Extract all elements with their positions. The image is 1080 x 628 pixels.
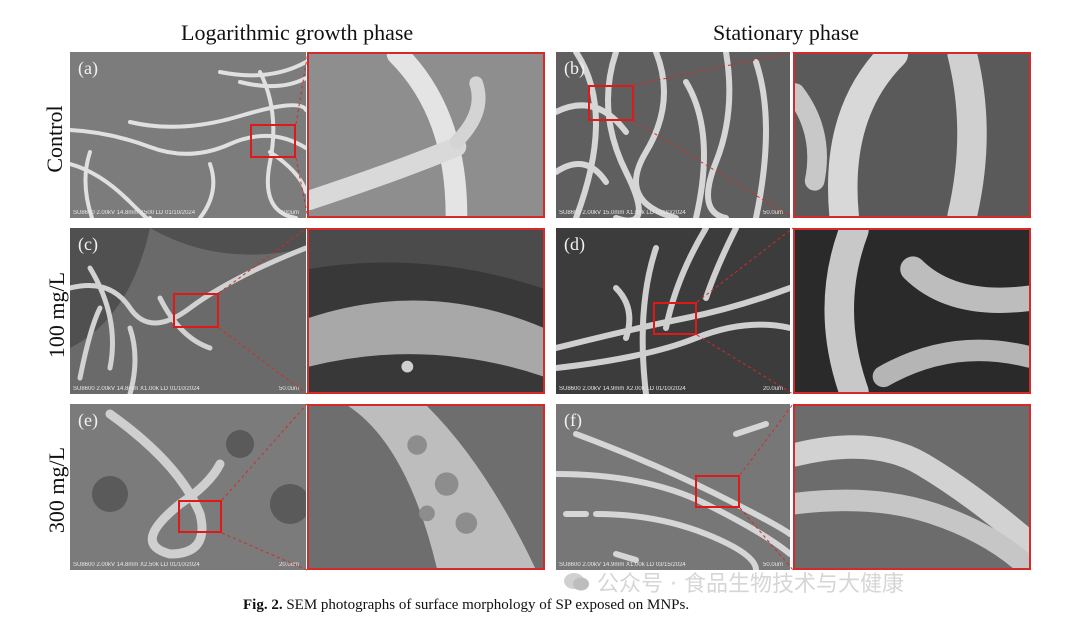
column-title-stationary-phase: Stationary phase [713, 20, 860, 45]
sem-metadata: SU8600 2.00kV 14.8mm X2.50k LD 01/10/202… [73, 562, 299, 568]
row-label-100: 100 mg/L [44, 271, 69, 359]
row-label-300: 300 mg/L [44, 446, 69, 534]
wechat-icon [564, 573, 589, 591]
panel-label: (a) [78, 58, 98, 78]
sem-panel-f: (f) SU8600 2.00kV 14.9mm X1.00k LD 03/15… [556, 404, 790, 570]
sem-metadata: SU8600 2.00kV 14.9mm X2.00k LD 01/10/202… [559, 386, 783, 392]
zoom-panel-b [793, 52, 1031, 218]
watermark: 公众号 · 食品生物技术与大健康 [563, 566, 904, 598]
roi-box-d [653, 302, 697, 335]
zoom-panel-a [307, 52, 545, 218]
panel-label: (f) [564, 410, 582, 430]
zoom-panel-e [307, 404, 545, 570]
zoom-panel-d [793, 228, 1031, 394]
watermark-text: 公众号 · 食品生物技术与大健康 [597, 572, 904, 597]
panel-label: (c) [78, 234, 98, 254]
sem-panel-a: (a) SU8600 2.00kV 14.8mm X500 LD 01/10/2… [70, 52, 306, 218]
column-title-log-phase: Logarithmic growth phase [181, 20, 414, 45]
panel-label: (e) [78, 410, 98, 430]
roi-box-e [178, 500, 222, 533]
roi-box-a [250, 124, 296, 158]
figure-caption: Fig. 2. SEM photographs of surface morph… [243, 597, 689, 614]
caption-text: SEM photographs of surface morphology of… [286, 597, 690, 613]
zoom-panel-c [307, 228, 545, 394]
caption-prefix: Fig. 2. [243, 597, 283, 613]
roi-box-b [588, 85, 634, 121]
panel-label: (b) [564, 58, 585, 78]
sem-metadata: SU8600 2.00kV 14.8mm X1.00k LD 01/10/202… [73, 386, 299, 392]
sem-panel-c: (c) SU8600 2.00kV 14.8mm X1.00k LD 01/10… [70, 228, 306, 394]
panel-label: (d) [564, 234, 585, 254]
zoom-panel-f [793, 404, 1031, 570]
sem-panel-e: (e) SU8600 2.00kV 14.8mm X2.50k LD 01/10… [70, 404, 306, 570]
roi-box-c [173, 293, 219, 328]
row-label-control: Control [42, 105, 67, 173]
roi-box-f [695, 475, 740, 508]
sem-panel-b: (b) SU8600 2.00kV 15.0mm X1.00k LD 03/20… [556, 52, 790, 218]
sem-metadata: SU8600 2.00kV 15.0mm X1.00k LD 03/20/202… [559, 210, 783, 216]
sem-panel-d: (d) SU8600 2.00kV 14.9mm X2.00k LD 01/10… [556, 228, 790, 394]
